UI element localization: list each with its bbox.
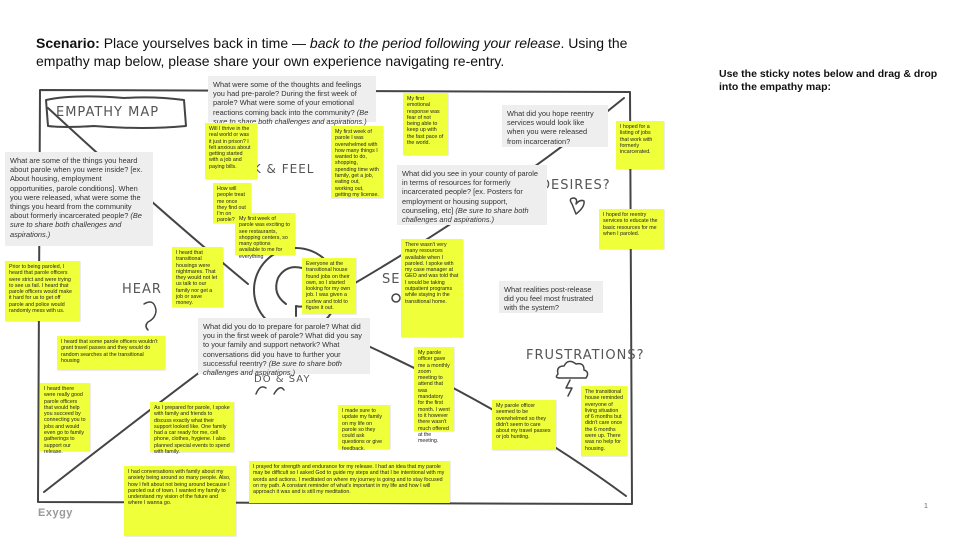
sticky-note[interactable]: I had conversations with family about my… [124, 466, 236, 536]
sticky-note[interactable]: Will I thrive in the real world or was i… [205, 123, 257, 179]
sticky-note[interactable]: As I prepared for parole, I spoke with f… [150, 402, 234, 455]
prompt-think-feel[interactable]: What were some of the thoughts and feeli… [208, 76, 376, 126]
prompt-think-feel-text: What were some of the thoughts and feeli… [213, 80, 362, 117]
label-do-say: DO & SAY [254, 374, 311, 385]
sticky-note[interactable]: My first week of parole I was overwhelme… [331, 126, 383, 198]
prompt-see-text: What did you see in your county of parol… [402, 169, 538, 215]
prompt-desires[interactable]: What did you hope reentry services would… [502, 105, 608, 147]
sticky-note[interactable]: I heard that some parole officers wouldn… [57, 336, 165, 370]
sticky-note[interactable]: I heard there were really good parole of… [40, 383, 90, 455]
sticky-note[interactable]: I made sure to update my family on my li… [338, 405, 390, 452]
label-empathy-map: EMPATHY MAP [56, 105, 160, 120]
scenario-emphasis: back to the period following your releas… [309, 35, 561, 51]
page-number: 1 [924, 503, 928, 510]
sticky-note[interactable]: Prior to being paroled, I heard that par… [5, 261, 80, 321]
sticky-note[interactable]: My parole officer seemed to be overwhelm… [492, 400, 556, 450]
prompt-think-feel-note: (Be sure to share both challenges and as… [213, 107, 369, 126]
sticky-note[interactable]: Everyone at the transitional house found… [302, 258, 356, 314]
sticky-instructions: Use the sticky notes below and drag & dr… [719, 68, 938, 93]
label-frustrations: FRUSTRATIONS? [526, 348, 645, 363]
sticky-note[interactable]: How will people treat me once they find … [213, 183, 251, 223]
prompt-see-note: (Be sure to share both challenges and as… [402, 205, 529, 225]
sticky-note[interactable]: I heard that transitional housings were … [172, 247, 223, 307]
sticky-note[interactable]: My first emotional response was fear of … [403, 93, 448, 155]
exygy-logo: Exygy [38, 507, 73, 519]
prompt-frustrations-text: What realities post-release did you feel… [504, 285, 594, 313]
sticky-note[interactable]: I hoped for reentry services to educate … [599, 209, 664, 249]
prompt-see[interactable]: What did you see in your county of parol… [397, 165, 547, 225]
scenario-text-2: . Using the empathy map below, please sh… [36, 35, 628, 69]
prompt-desires-text: What did you hope reentry services would… [507, 109, 594, 146]
sticky-note[interactable]: I hoped for a listing of jobs that work … [616, 121, 664, 169]
scenario-lead: Scenario: [36, 35, 100, 51]
sticky-note[interactable]: I prayed for strength and endurance for … [249, 461, 450, 503]
label-hear: HEAR [122, 282, 162, 297]
prompt-hear[interactable]: What are some of the things you heard ab… [5, 152, 153, 246]
prompt-do-say[interactable]: What did you do to prepare for parole? W… [198, 318, 370, 378]
scenario-text-1: Place yourselves back in time — [99, 35, 310, 51]
prompt-hear-text: What are some of the things you heard ab… [10, 156, 143, 221]
sticky-note[interactable]: The transitional house reminded everyone… [581, 386, 627, 456]
sticky-note[interactable]: There wasn't very many resources availab… [401, 239, 463, 337]
sticky-note[interactable]: My parole officer gave me a monthly zoom… [414, 347, 454, 444]
label-desires: DESIRES? [540, 178, 611, 193]
prompt-do-say-text: What did you do to prepare for parole? W… [203, 322, 362, 368]
prompt-do-say-note: (Be sure to share both challenges and as… [203, 358, 342, 378]
prompt-frustrations[interactable]: What realities post-release did you feel… [499, 281, 603, 313]
sticky-note[interactable]: My first week of parole was exciting to … [235, 213, 295, 260]
scenario-text: Scenario: Place yourselves back in time … [36, 34, 676, 70]
prompt-hear-note: (Be sure to share both challenges and as… [10, 211, 142, 239]
